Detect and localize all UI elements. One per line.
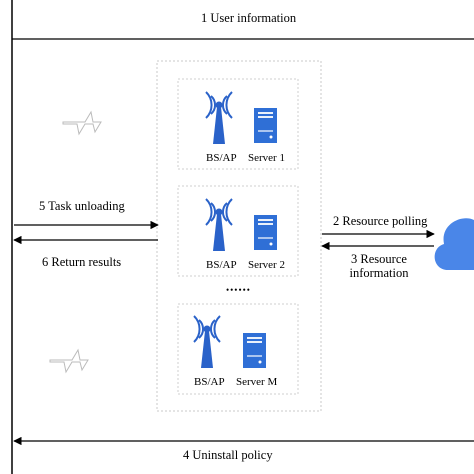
resource-information-label-line1: 3 Resource [351, 252, 407, 266]
server-label-1: Server 1 [248, 152, 285, 164]
resource-polling-label: 2 Resource polling [333, 214, 428, 228]
antenna-tower-icon [193, 315, 221, 369]
edge-server-cluster [156, 60, 322, 412]
node-box-2 [177, 185, 299, 277]
node-box-1 [177, 78, 299, 170]
task-unloading-label: 5 Task unloading [39, 199, 125, 213]
resource-information-label-line2: information [349, 266, 409, 280]
more-nodes-ellipsis: •••••• [226, 285, 251, 295]
user-information-label: 1 User information [201, 11, 297, 25]
server-label-3: Server M [236, 376, 278, 388]
bs-ap-label-1: BS/AP [206, 152, 237, 164]
server-icon [254, 108, 277, 143]
antenna-tower-icon [205, 91, 233, 145]
bs-ap-label-3: BS/AP [194, 376, 225, 388]
antenna-tower-icon [205, 198, 233, 252]
server-icon [254, 215, 277, 250]
wireless-lightning-icon [49, 349, 89, 373]
node-box-3 [177, 303, 299, 395]
server-icon [243, 333, 266, 368]
bs-ap-label-2: BS/AP [206, 259, 237, 271]
uninstall-policy-label: 4 Uninstall policy [183, 448, 273, 462]
return-results-label: 6 Return results [42, 255, 122, 269]
cloud-icon [434, 218, 474, 270]
wireless-lightning-icon [62, 111, 102, 135]
server-label-2: Server 2 [248, 259, 285, 271]
